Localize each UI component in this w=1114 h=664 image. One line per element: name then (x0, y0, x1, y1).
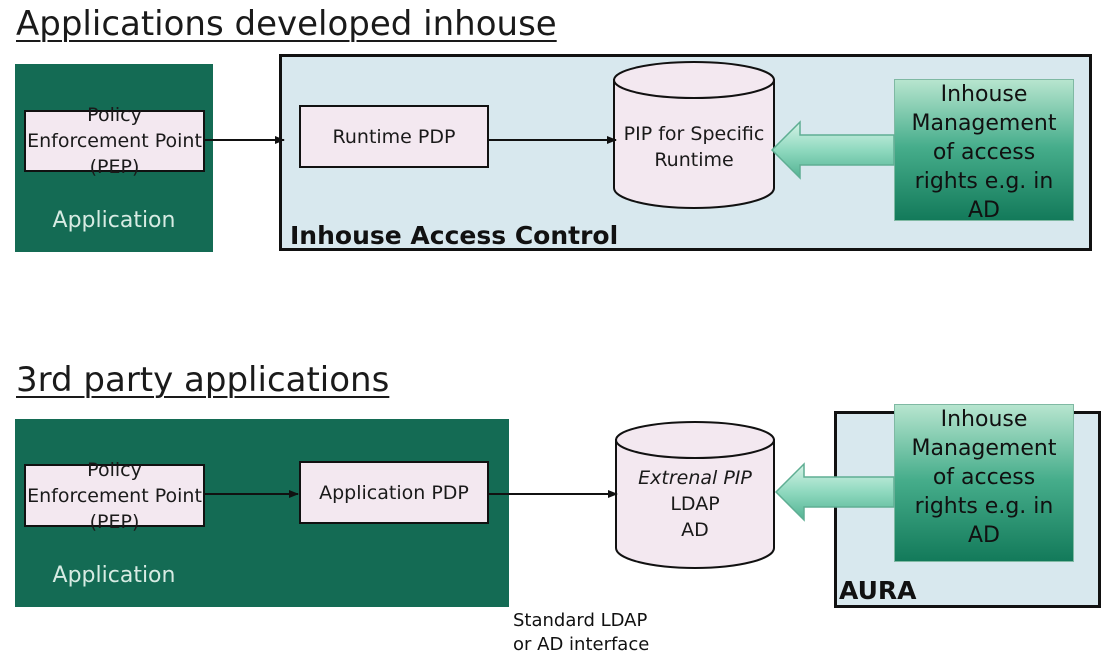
pip-runtime-label: PIP for Specific Runtime (623, 123, 765, 171)
pep-box: Policy Enforcement Point (PEP) (24, 104, 205, 178)
section-title-inhouse: Applications developed inhouse (16, 4, 557, 44)
pep-box: Policy Enforcement Point (PEP) (24, 459, 205, 533)
external-pip-label: Extrenal PIP LDAP AD (614, 464, 776, 544)
panel-label: Inhouse Access Control (290, 221, 619, 250)
pip-cylinder-runtime (613, 61, 775, 209)
inhouse-management-box: Inhouse Management of access rights e.g.… (894, 79, 1074, 223)
panel-label: AURA (839, 576, 917, 605)
external-pip-ldap: LDAP (670, 493, 720, 515)
application-label: Application (52, 563, 176, 588)
application-label: Application (52, 208, 176, 233)
interface-note-line1: Standard LDAP (513, 610, 648, 631)
external-pip-title: Extrenal PIP (638, 467, 752, 489)
interface-note-line2: or AD interface (513, 634, 650, 655)
external-pip-cylinder (615, 421, 775, 569)
external-pip-ad: AD (681, 519, 709, 541)
runtime-pdp-box: Runtime PDP (299, 105, 489, 168)
section-title-third-party: 3rd party applications (16, 360, 390, 400)
inhouse-management-box: Inhouse Management of access rights e.g.… (894, 404, 1074, 562)
interface-note: Standard LDAP or AD interface (513, 609, 649, 657)
application-pdp-box: Application PDP (299, 461, 489, 524)
